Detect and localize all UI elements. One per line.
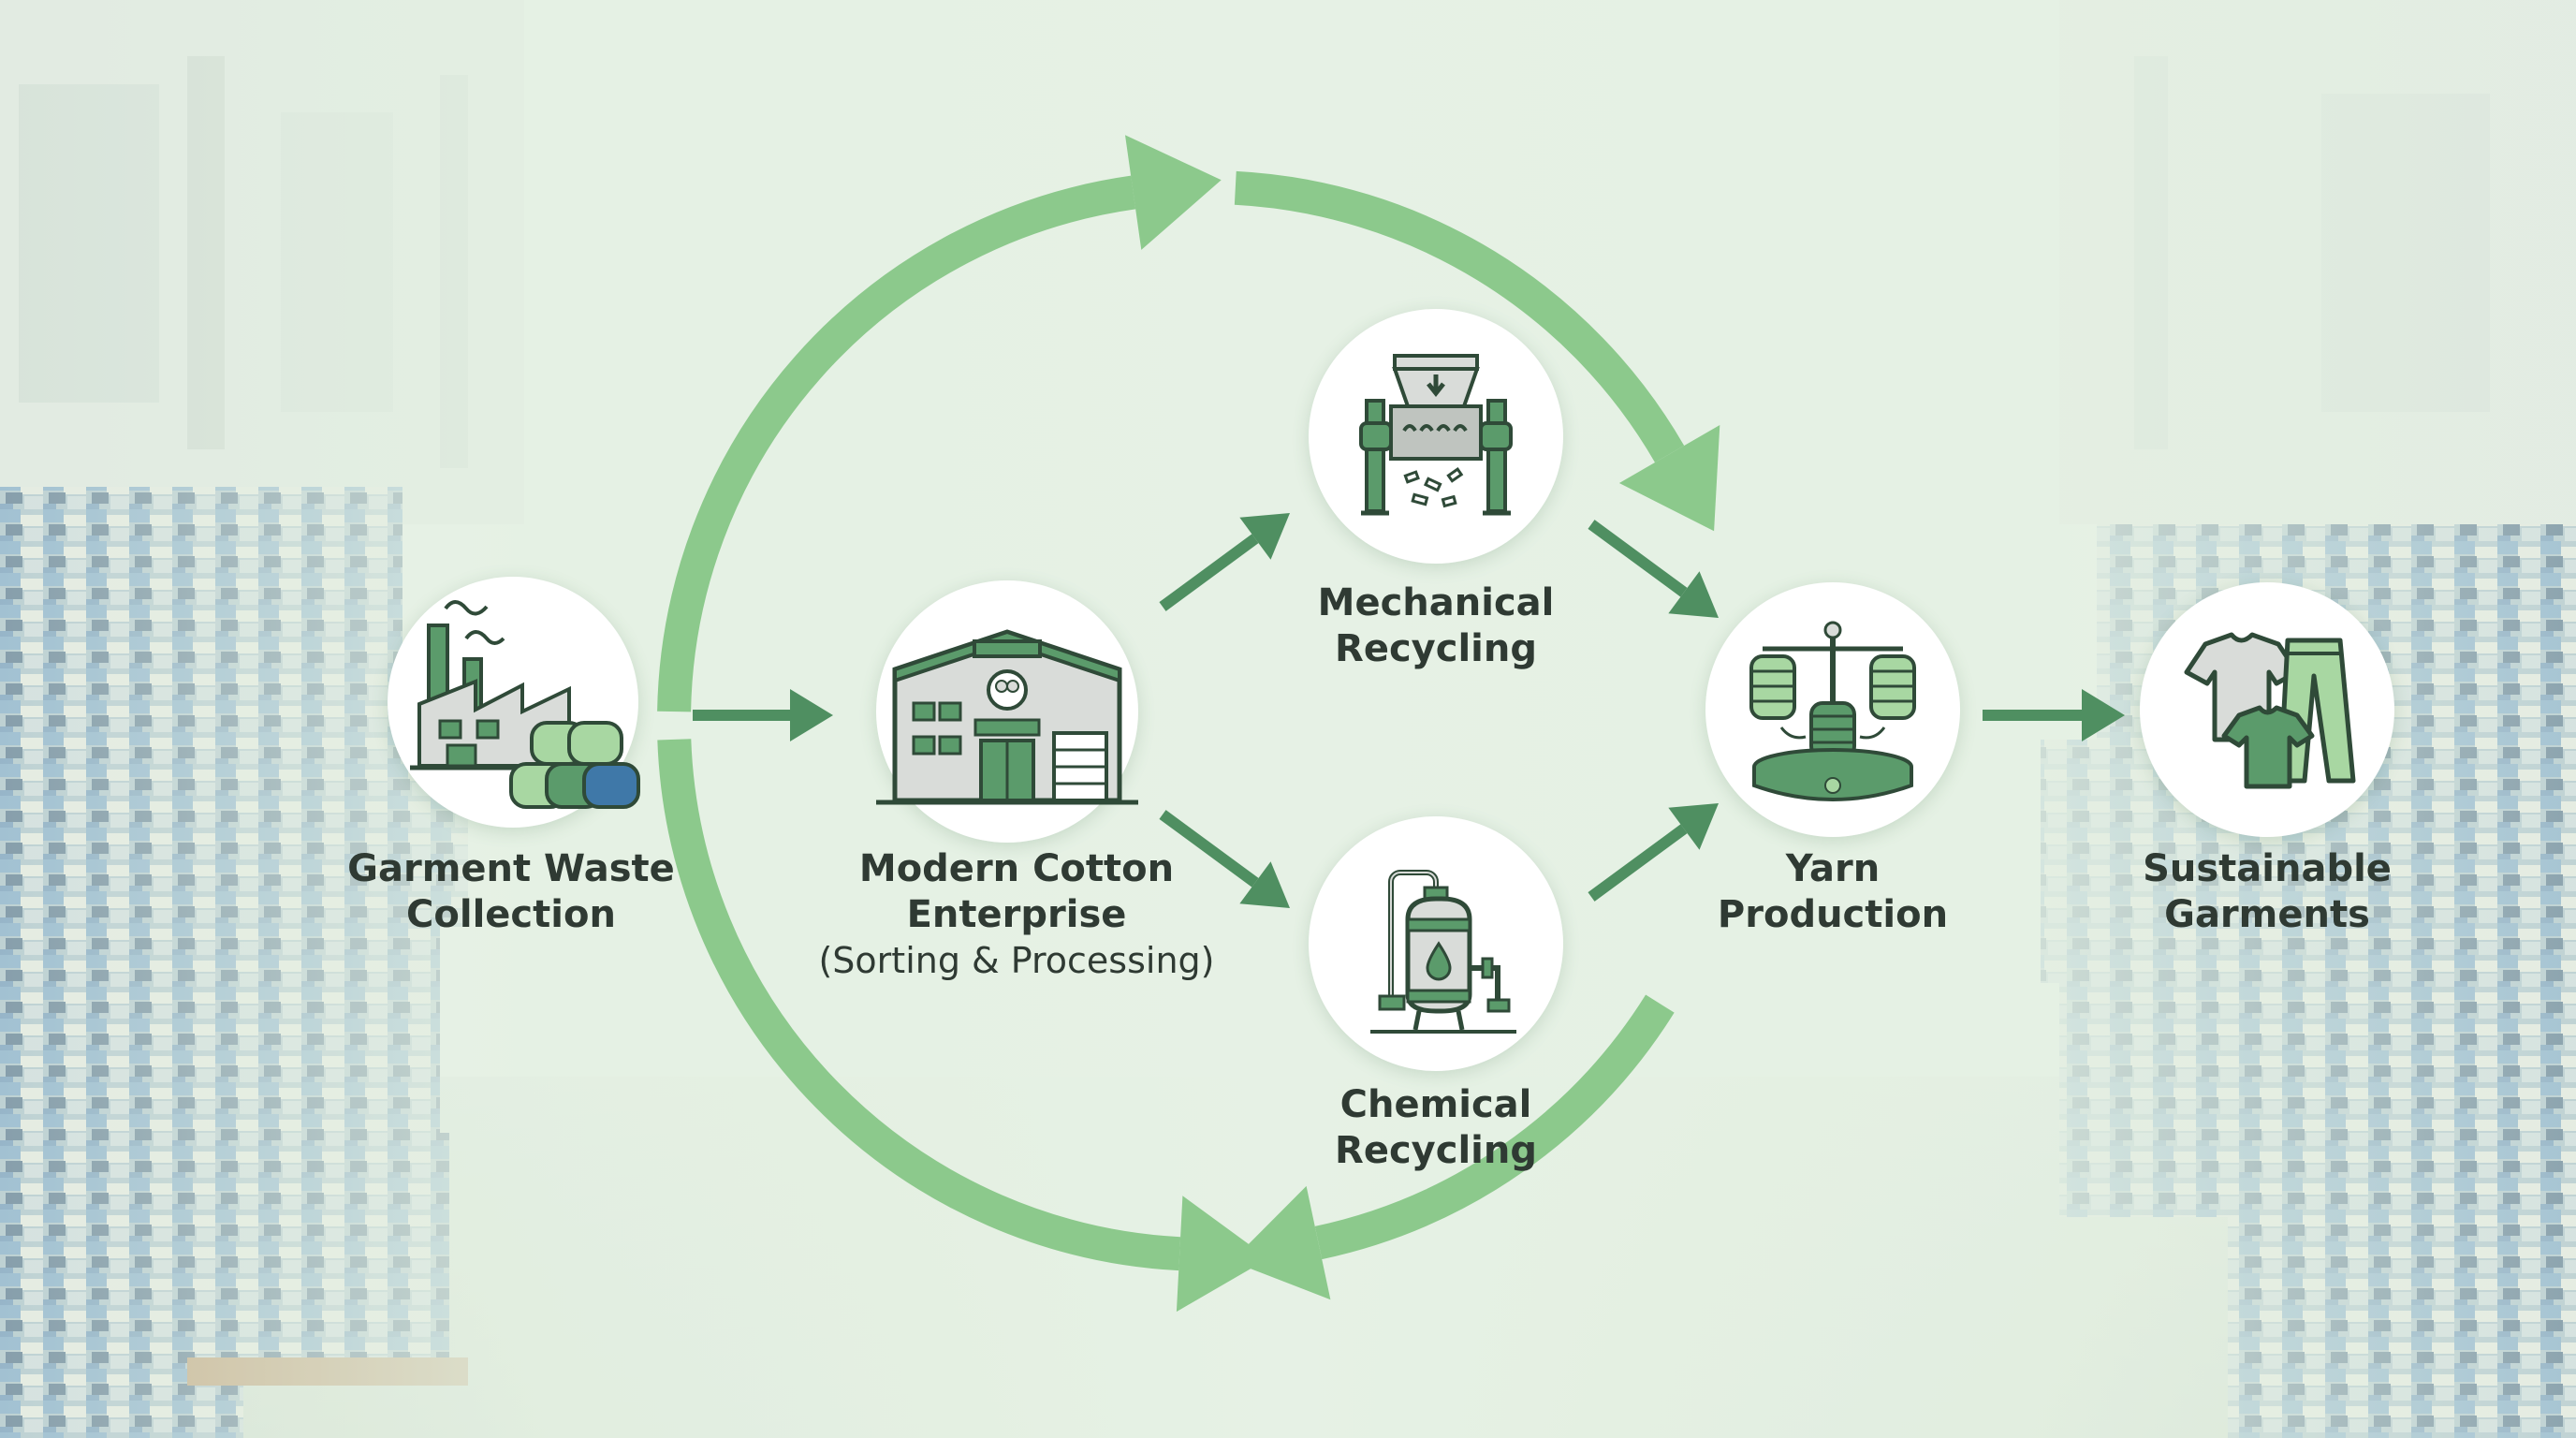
chemical-recycling-label-line1: Chemical: [1339, 1083, 1532, 1126]
cotton-enterprise-node: [876, 580, 1138, 843]
mechanical-recycling-label-line1: Mechanical: [1317, 581, 1555, 624]
cycle-arrowhead-bottom-right: [1231, 1185, 1331, 1300]
yarn-production-label-line1: Yarn: [1785, 847, 1881, 890]
chemical-recycling-node: [1309, 816, 1563, 1071]
cotton-enterprise-label-line1: Modern Cotton: [858, 847, 1175, 890]
cycle-arrowhead-top-right: [1618, 425, 1720, 532]
mechanical-recycling-label: Mechanical Recycling: [1193, 580, 1679, 672]
yarn-production-label-line2: Production: [1717, 893, 1949, 936]
sustainable-garments-node: [2140, 582, 2394, 837]
chemical-recycling-label-line2: Recycling: [1335, 1129, 1537, 1172]
garment-waste-node: [388, 577, 640, 828]
cotton-enterprise-label: Modern Cotton Enterprise (Sorting & Proc…: [773, 846, 1260, 984]
mechanical-recycling-node: [1309, 309, 1563, 564]
flow-arrow-enterprise-to-chemical: [1159, 810, 1290, 908]
spinning-machine-icon: [1749, 621, 1916, 801]
chemical-recycling-label: Chemical Recycling: [1193, 1082, 1679, 1174]
cycle-arrow-top-left: [657, 175, 1136, 712]
cotton-enterprise-label-line3: (Sorting & Processing): [818, 940, 1215, 981]
cycle-arrow-bottom-right: [1314, 994, 1675, 1260]
yarn-production-label: Yarn Production: [1589, 846, 2076, 938]
cycle-arrowhead-bottom-left: [1176, 1196, 1268, 1313]
cotton-enterprise-label-line2: Enterprise: [906, 893, 1127, 936]
flow-arrow-waste-to-enterprise: [693, 689, 833, 741]
sustainable-garments-label: Sustainable Garments: [2024, 846, 2510, 938]
yarn-production-node: [1705, 582, 1960, 837]
flow-arrow-enterprise-to-mechanical: [1159, 513, 1290, 611]
sustainable-garments-label-line1: Sustainable: [2143, 847, 2392, 890]
garment-waste-label-line1: Garment Waste: [347, 847, 675, 890]
cycle-arrow-top-right: [1234, 170, 1685, 463]
garment-waste-label: Garment Waste Collection: [268, 846, 754, 938]
mechanical-recycling-label-line2: Recycling: [1335, 627, 1537, 670]
warehouse-with-cotton-icon: [876, 629, 1138, 805]
chemical-tank-icon: [1370, 870, 1516, 1034]
cycle-arrow-bottom-left: [657, 739, 1181, 1271]
clothing-icon: [2184, 632, 2356, 789]
sustainable-garments-label-line2: Garments: [2164, 893, 2370, 936]
shredder-icon: [1359, 354, 1513, 516]
flow-arrow-mechanical-to-yarn: [1588, 520, 1719, 618]
factory-with-bales-icon: [410, 600, 640, 809]
garment-waste-label-line2: Collection: [406, 893, 616, 936]
cycle-arrowhead-top-left: [1125, 135, 1222, 250]
flow-arrow-chemical-to-yarn: [1588, 803, 1719, 902]
flow-arrow-yarn-to-garments: [1983, 689, 2125, 741]
